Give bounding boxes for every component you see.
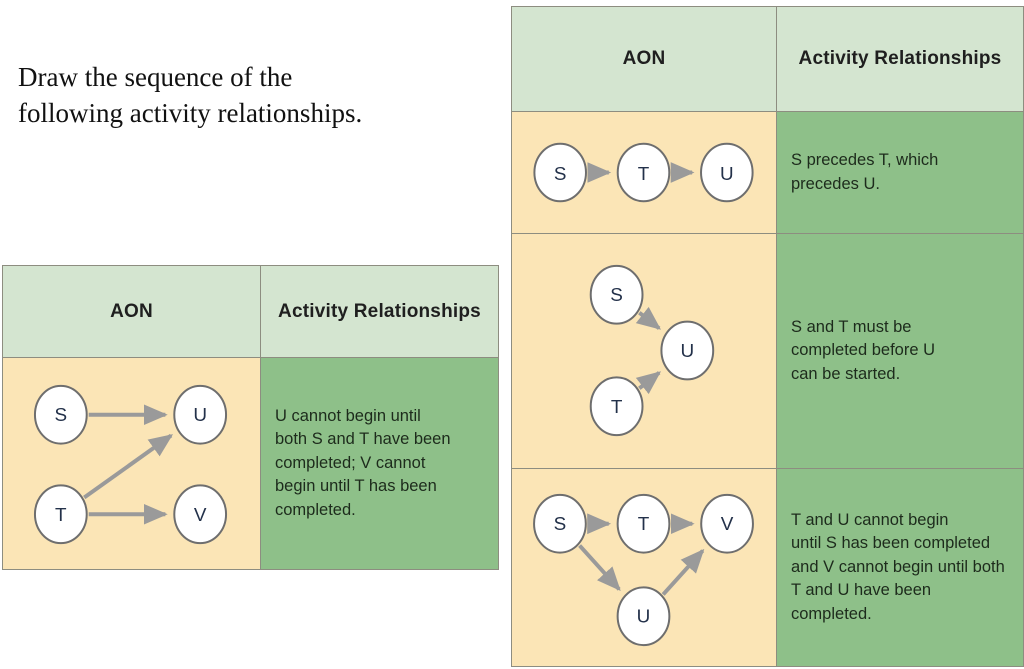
node-circle [33, 484, 88, 545]
aon-table-right: AON Activity Relationships S T U S precede… [511, 6, 1024, 667]
node-label: U [193, 405, 207, 426]
table-row: S T U S precedes T, which precedes U. [511, 111, 1024, 234]
node-circle [700, 493, 754, 554]
column-header-aon: AON [511, 6, 777, 112]
node-circle [33, 384, 88, 445]
activity-node-S: S [589, 264, 644, 325]
node-label: S [554, 514, 567, 535]
node-label: S [610, 285, 623, 306]
aon-diagram-left-0: S U T V [33, 384, 228, 545]
node-label: S [55, 405, 68, 426]
node-circle [616, 142, 671, 203]
table-row: S U T V U cannot begin until both S and T h… [2, 357, 499, 570]
column-header-activity-relationships: Activity Relationships [260, 265, 499, 358]
aon-diagram-cell: S U T V [2, 357, 261, 570]
table-header-row: AON Activity Relationships [2, 265, 499, 358]
aon-diagram-right-1: S U T [589, 264, 715, 437]
relationship-description: S precedes T, which precedes U. [776, 111, 1024, 234]
activity-node-T: T [616, 142, 671, 203]
node-label: U [720, 163, 734, 184]
activity-node-T: T [33, 484, 88, 545]
activity-node-U: U [173, 384, 228, 445]
column-header-activity-relationships: Activity Relationships [776, 6, 1024, 112]
node-circle [533, 493, 587, 554]
activity-node-U: U [616, 586, 671, 647]
page-title: Draw the sequence of the following activ… [18, 62, 363, 128]
activity-node-S: S [33, 384, 88, 445]
relationship-description: T and U cannot begin until S has been co… [776, 468, 1024, 667]
aon-diagram-right-2: S T V U [533, 493, 754, 647]
node-label: V [194, 505, 207, 526]
aon-diagram-right-0: S T U [533, 142, 754, 203]
activity-node-S: S [533, 142, 587, 203]
node-circle [616, 586, 671, 647]
node-label: T [611, 397, 623, 418]
node-circle [173, 384, 228, 445]
aon-diagram-cell: S U T [511, 233, 777, 469]
relationship-description: U cannot begin until both S and T have b… [260, 357, 499, 570]
table-header-row: AON Activity Relationships [511, 6, 1024, 112]
node-label: T [638, 163, 650, 184]
aon-table-left: AON Activity Relationships S U T V U cannot… [2, 265, 499, 570]
activity-node-S: S [533, 493, 587, 554]
node-circle [533, 142, 587, 203]
node-label: T [55, 505, 67, 526]
activity-node-T: T [616, 493, 671, 554]
column-header-aon: AON [2, 265, 261, 358]
node-circle [589, 264, 644, 325]
edge-T-to-U [635, 371, 662, 395]
edge-U-to-V [661, 548, 705, 596]
table-row: S T V U T and U cannot begin until S has be… [511, 468, 1024, 667]
relationship-description: S and T must be completed before U can b… [776, 233, 1024, 469]
edge-S-to-U [578, 544, 621, 592]
activity-node-V: V [173, 484, 228, 545]
node-circle [589, 376, 644, 437]
aon-diagram-cell: S T V U [511, 468, 777, 667]
node-label: T [638, 514, 650, 535]
edge-S-to-U [635, 306, 662, 330]
aon-diagram-cell: S T U [511, 111, 777, 234]
activity-node-V: V [700, 493, 754, 554]
node-label: U [680, 341, 694, 362]
activity-node-T: T [589, 376, 644, 437]
node-label: S [554, 163, 567, 184]
node-circle [616, 493, 671, 554]
node-circle [173, 484, 228, 545]
node-label: V [721, 514, 734, 535]
activity-node-U: U [700, 142, 754, 203]
node-circle [700, 142, 754, 203]
node-label: U [637, 607, 651, 628]
edge-T-to-U [83, 433, 174, 500]
table-row: S U T S and T must be completed before U c… [511, 233, 1024, 469]
node-circle [660, 320, 715, 381]
activity-node-U: U [660, 320, 715, 381]
